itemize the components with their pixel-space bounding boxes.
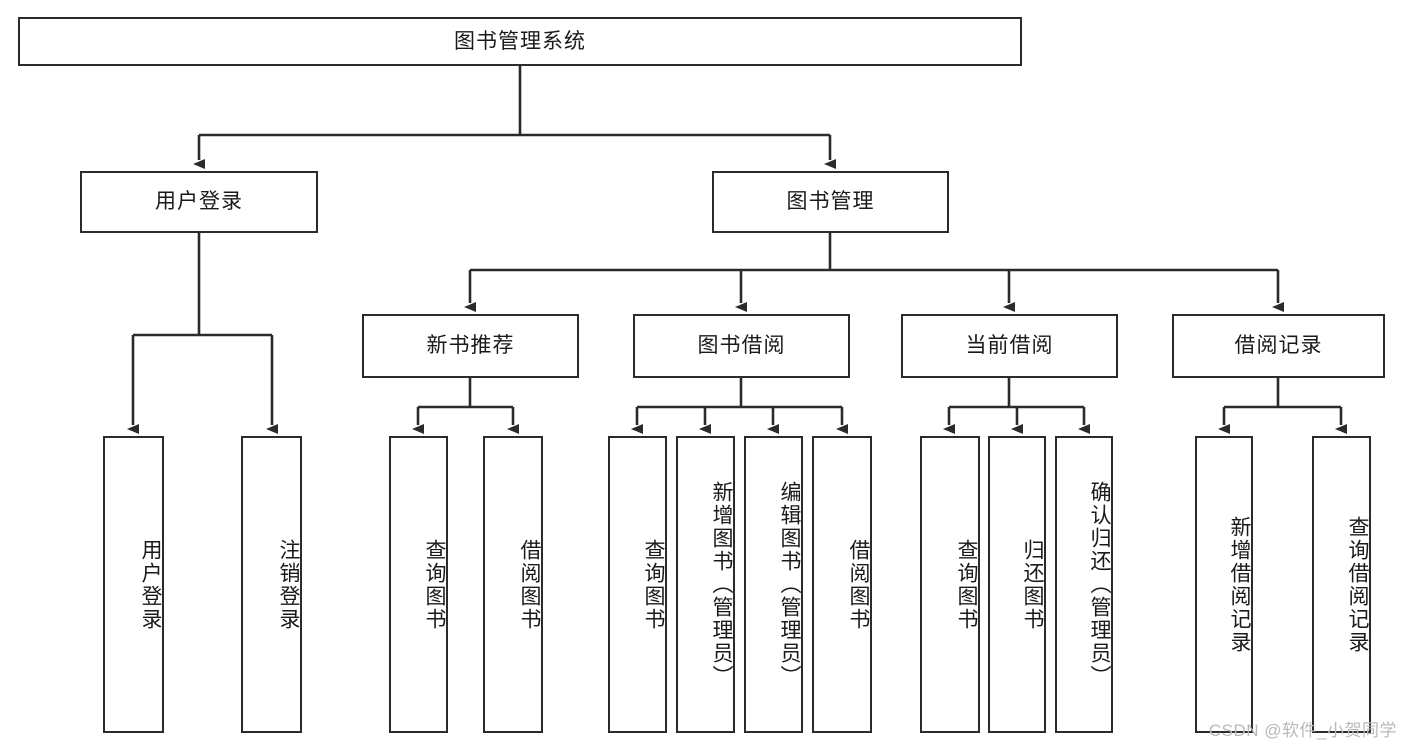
leaf-return-book[interactable]: 归还图书 bbox=[988, 436, 1046, 733]
leaf-query-book-current-label: 查询图书 bbox=[955, 538, 978, 631]
leaf-query-book-recommend[interactable]: 查询图书 bbox=[389, 436, 448, 733]
leaf-borrow-book-recommend[interactable]: 借阅图书 bbox=[483, 436, 543, 733]
node-current-borrow[interactable]: 当前借阅 bbox=[901, 314, 1118, 378]
leaf-user-login[interactable]: 用户登录 bbox=[103, 436, 164, 733]
leaf-logout[interactable]: 注销登录 bbox=[241, 436, 302, 733]
leaf-borrow-book[interactable]: 借阅图书 bbox=[812, 436, 872, 733]
leaf-edit-book-admin-label: 编辑图书（管理员） bbox=[778, 481, 801, 688]
node-new-book-recommend[interactable]: 新书推荐 bbox=[362, 314, 579, 378]
leaf-return-book-label: 归还图书 bbox=[1021, 538, 1044, 631]
leaf-add-book-admin[interactable]: 新增图书（管理员） bbox=[676, 436, 735, 733]
node-book-borrow-label: 图书借阅 bbox=[697, 334, 786, 358]
leaf-query-book-current[interactable]: 查询图书 bbox=[920, 436, 980, 733]
leaf-query-borrow-record-label: 查询借阅记录 bbox=[1346, 515, 1369, 654]
leaf-query-book[interactable]: 查询图书 bbox=[608, 436, 667, 733]
leaf-query-book-recommend-label: 查询图书 bbox=[423, 538, 446, 631]
node-book-management-label: 图书管理 bbox=[786, 190, 875, 214]
leaf-query-book-label: 查询图书 bbox=[642, 538, 665, 631]
leaf-add-borrow-record[interactable]: 新增借阅记录 bbox=[1195, 436, 1253, 733]
node-book-borrow[interactable]: 图书借阅 bbox=[633, 314, 850, 378]
leaf-query-borrow-record[interactable]: 查询借阅记录 bbox=[1312, 436, 1371, 733]
node-current-borrow-label: 当前借阅 bbox=[965, 334, 1054, 358]
leaf-borrow-book-label: 借阅图书 bbox=[847, 538, 870, 631]
leaf-logout-label: 注销登录 bbox=[277, 538, 300, 631]
leaf-confirm-return-admin-label: 确认归还（管理员） bbox=[1088, 481, 1111, 688]
node-root-label: 图书管理系统 bbox=[454, 29, 586, 53]
leaf-add-borrow-record-label: 新增借阅记录 bbox=[1228, 515, 1251, 654]
node-borrow-record[interactable]: 借阅记录 bbox=[1172, 314, 1385, 378]
leaf-edit-book-admin[interactable]: 编辑图书（管理员） bbox=[744, 436, 803, 733]
leaf-add-book-admin-label: 新增图书（管理员） bbox=[710, 481, 733, 688]
node-borrow-record-label: 借阅记录 bbox=[1234, 334, 1323, 358]
node-user-login-label: 用户登录 bbox=[155, 190, 243, 214]
leaf-borrow-book-recommend-label: 借阅图书 bbox=[518, 538, 541, 631]
node-user-login[interactable]: 用户登录 bbox=[80, 171, 318, 233]
leaf-user-login-label: 用户登录 bbox=[139, 538, 162, 631]
node-new-book-recommend-label: 新书推荐 bbox=[426, 334, 515, 358]
node-root[interactable]: 图书管理系统 bbox=[18, 17, 1022, 66]
node-book-management[interactable]: 图书管理 bbox=[712, 171, 949, 233]
watermark: CSDN @软件_小贺同学 bbox=[1208, 721, 1397, 740]
leaf-confirm-return-admin[interactable]: 确认归还（管理员） bbox=[1055, 436, 1113, 733]
